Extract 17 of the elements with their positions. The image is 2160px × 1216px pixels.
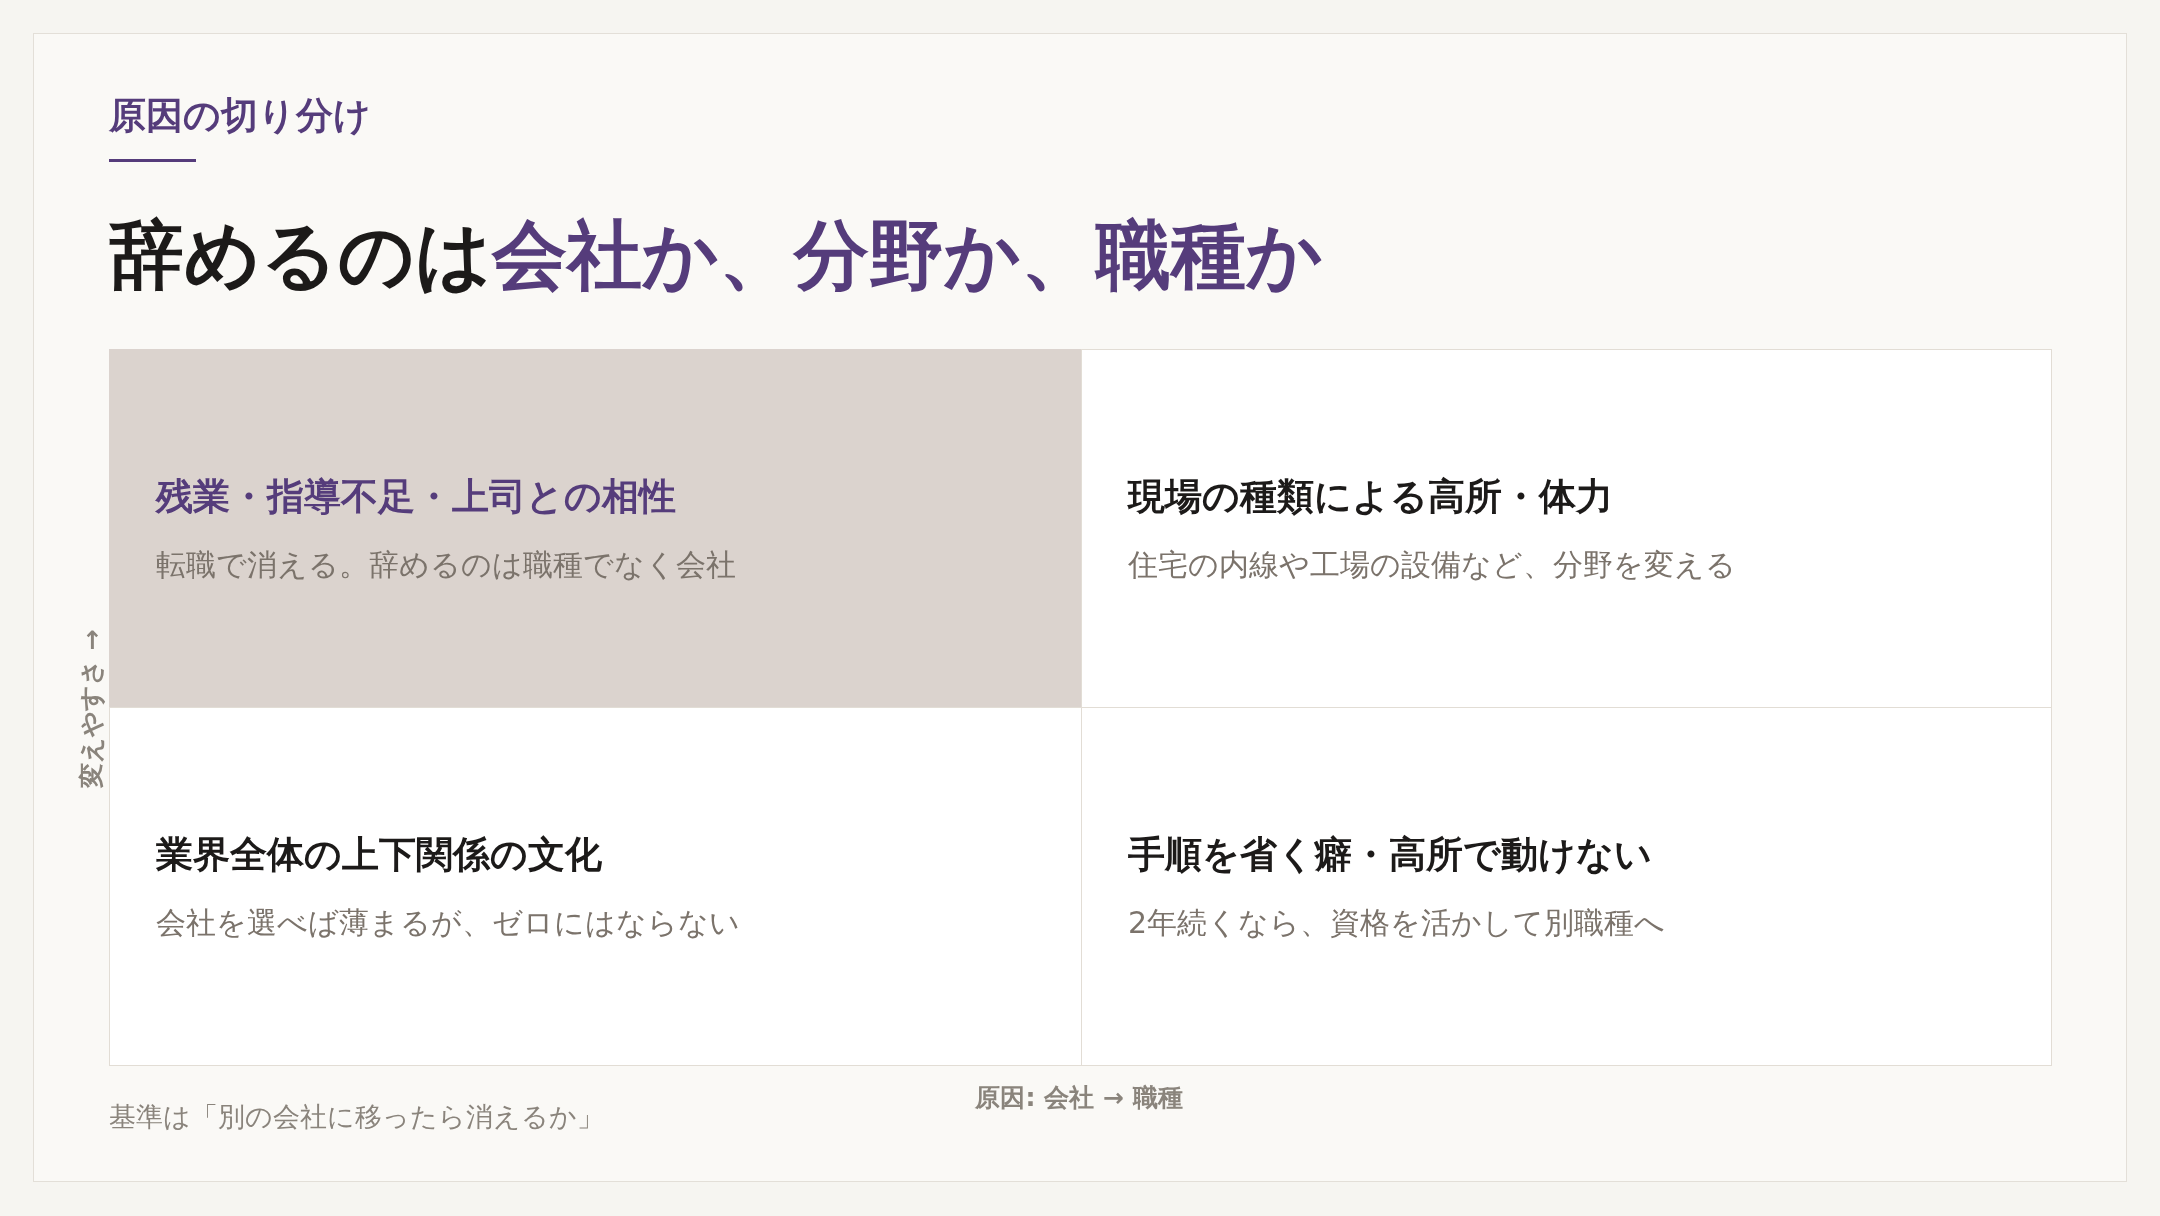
quadrant-description: 転職で消える。辞めるのは職種でなく会社 xyxy=(156,545,736,584)
section-eyebrow: 原因の切り分け xyxy=(109,94,371,138)
quadrant-panel xyxy=(1081,707,2052,1066)
quadrant-heading: 業界全体の上下関係の文化 xyxy=(156,831,602,878)
quadrant-heading: 現場の種類による高所・体力 xyxy=(1128,473,1613,520)
quadrant-panel xyxy=(109,707,1082,1066)
quadrant-heading: 残業・指導不足・上司との相性 xyxy=(156,473,676,520)
quadrant-description: 会社を選べば薄まるが、ゼロにはならない xyxy=(156,903,740,942)
footnote-text: 基準は「別の会社に移ったら消えるか」 xyxy=(109,1100,604,1134)
quadrant-panel xyxy=(1081,349,2052,708)
title-heading: 辞めるのは会社か、分野か、職種か xyxy=(109,210,1323,300)
quadrant-panel xyxy=(109,349,1082,708)
quadrant-heading: 手順を省く癖・高所で動けない xyxy=(1128,831,1652,878)
axis-label: 原因: 会社 → 職種 xyxy=(975,1082,1183,1114)
axis-label: 変えやすさ → xyxy=(76,629,107,789)
quadrant-description: 2年続くなら、資格を活かして別職種へ xyxy=(1128,903,1666,942)
quadrant-description: 住宅の内線や工場の設備など、分野を変える xyxy=(1128,545,1736,584)
